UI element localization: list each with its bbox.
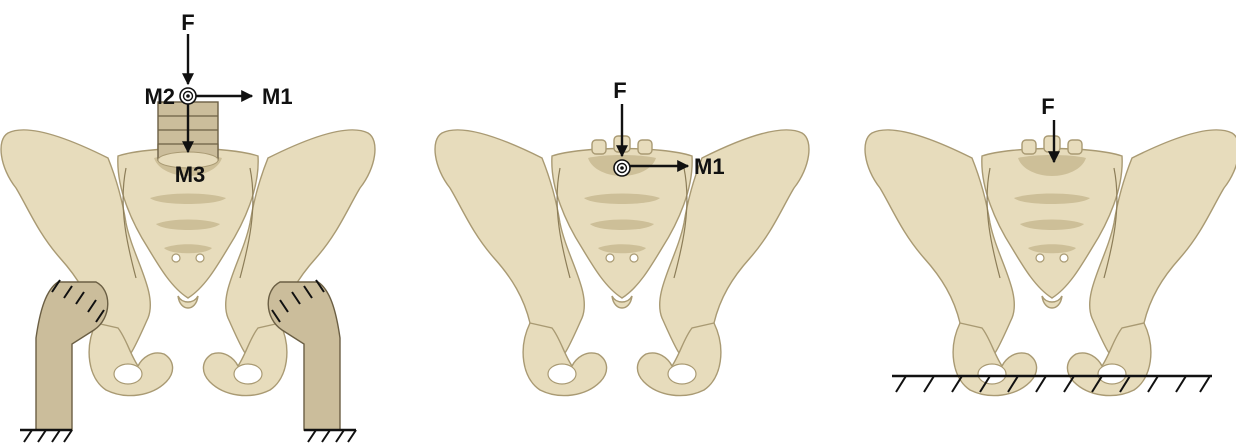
panel-3-pelvis — [865, 130, 1236, 396]
panel-1-m3-label: M3 — [175, 162, 206, 187]
panel-1-m1-label: M1 — [262, 84, 293, 109]
panel-1-m2-label: M2 — [144, 84, 175, 109]
panel-3-ground-support — [892, 376, 1212, 392]
panel-1-force-label: F — [181, 10, 194, 35]
panel-3-force-label: F — [1041, 94, 1054, 119]
panel-2-force-label: F — [613, 78, 626, 103]
panel-2-m1-label: M1 — [694, 154, 725, 179]
